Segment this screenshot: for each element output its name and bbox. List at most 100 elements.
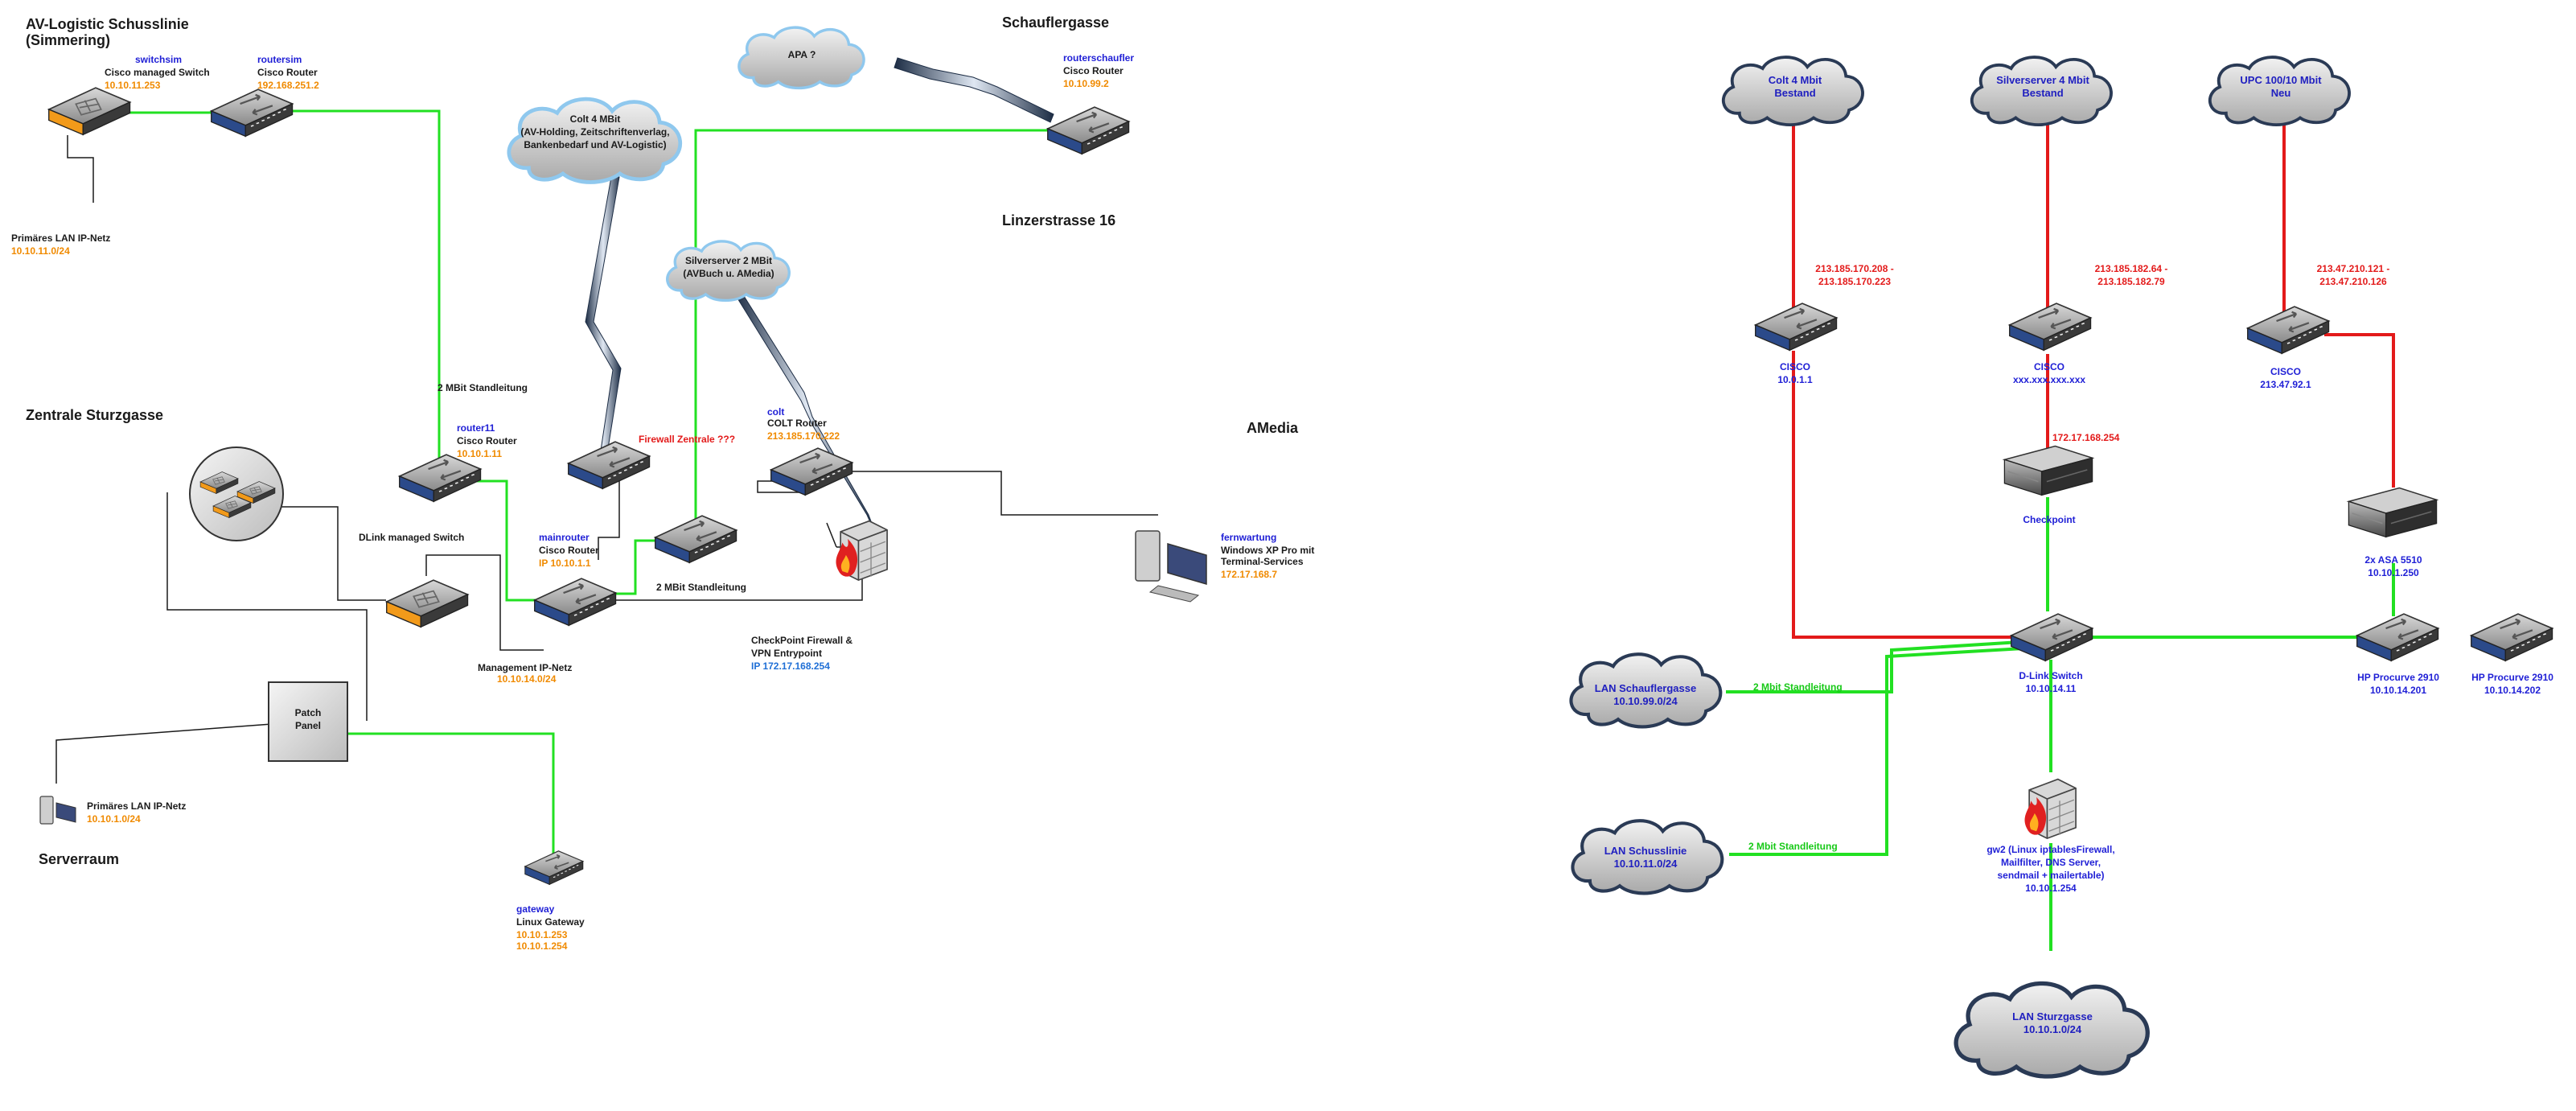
heading-schauflergasse: Schauflergasse xyxy=(1002,14,1109,31)
switchsim-ip: 10.10.11.253 xyxy=(105,80,161,91)
upc-range-2: 213.47.210.126 xyxy=(2319,276,2387,287)
heading-simmering: (Simmering) xyxy=(26,32,110,48)
router-unnamed-icon xyxy=(567,440,651,490)
fernwartung-type-2: Terminal-Services xyxy=(1221,556,1304,567)
lan-schauf-label-1: LAN Schauflergasse xyxy=(1595,682,1696,694)
asa-label: 2x ASA 5510 xyxy=(2364,554,2422,566)
cloud-upc-label-1: UPC 100/10 Mbit xyxy=(2240,74,2322,86)
checkpoint-label-2: VPN Entrypoint xyxy=(751,648,822,659)
hp1-ip: 10.10.14.201 xyxy=(2370,685,2426,696)
firewall-zentrale-label: Firewall Zentrale ??? xyxy=(639,434,735,445)
checkpoint-firewall-icon xyxy=(835,520,888,581)
router11-name: router11 xyxy=(457,422,495,434)
router11-router-icon xyxy=(398,453,482,503)
lan-schuss-label-2: 10.10.11.0/24 xyxy=(1614,858,1678,870)
colt-name: colt xyxy=(767,406,784,418)
switchsim-name: switchsim xyxy=(135,54,182,65)
lan-sturz-label-2: 10.10.1.0/24 xyxy=(2023,1023,2082,1035)
heading-serverraum: Serverraum xyxy=(39,851,119,867)
checkpoint-right-label: Checkpoint xyxy=(2023,514,2075,525)
cloud-colt-label-3: Bankenbedarf und AV-Logistic) xyxy=(524,139,666,150)
gateway-type: Linux Gateway xyxy=(516,916,585,928)
primaer-main-label: Primäres LAN IP-Netz xyxy=(87,800,186,812)
cloud-silver-right-label-1: Silverserver 4 Mbit xyxy=(1996,74,2089,86)
dlink-switch-icon xyxy=(385,579,469,628)
left-diagram: APA ? Colt 4 MBit (AV-Holding, Zeitschri… xyxy=(11,14,1314,952)
mainrouter-name: mainrouter xyxy=(539,532,590,543)
right-diagram: Colt 4 Mbit Bestand Silverserver 4 Mbit … xyxy=(1571,57,2553,1076)
cisco1-router-icon xyxy=(1754,302,1838,352)
mainrouter-type: Cisco Router xyxy=(539,545,599,556)
switch-group-icon xyxy=(189,446,284,541)
cloud-colt-right-label-2: Bestand xyxy=(1774,87,1815,99)
primaer-main-ip: 10.10.1.0/24 xyxy=(87,813,141,825)
standleitung-label-b: 2 MBit Standleitung xyxy=(656,582,746,593)
cloud-lan-schauflergasse: LAN Schauflergasse 10.10.99.0/24 xyxy=(1571,654,1720,726)
cloud-silver-label-2: (AVBuch u. AMedia) xyxy=(683,268,774,279)
dlink-label: DLink managed Switch xyxy=(359,532,464,543)
cloud-apa-label: APA ? xyxy=(788,49,816,60)
checkpoint-ip: IP 172.17.168.254 xyxy=(751,660,830,672)
standleitung-right-b: 2 Mbit Standleitung xyxy=(1748,841,1838,852)
gateway-ip-1: 10.10.1.253 xyxy=(516,929,568,940)
cloud-colt-right: Colt 4 Mbit Bestand xyxy=(1723,57,1863,125)
primaer-sim-ip: 10.10.11.0/24 xyxy=(11,245,70,257)
cloud-silver-label-1: Silverserver 2 MBit xyxy=(685,255,772,266)
cloud-silverserver: Silverserver 2 MBit (AVBuch u. AMedia) xyxy=(668,241,790,301)
lan-sturz-label-1: LAN Sturzgasse xyxy=(2012,1010,2093,1023)
fernwartung-name: fernwartung xyxy=(1221,532,1276,543)
hp1-label: HP Procurve 2910 xyxy=(2357,672,2439,683)
gateway-name: gateway xyxy=(516,903,555,915)
cloud-silver-right: Silverserver 4 Mbit Bestand xyxy=(1972,57,2111,125)
colt-router-icon xyxy=(770,446,853,496)
gateway-ip-2: 10.10.1.254 xyxy=(516,940,568,952)
mgmt-ip: 10.10.14.0/24 xyxy=(497,673,557,685)
checkpoint-label-1: CheckPoint Firewall & xyxy=(751,635,853,646)
colt-range-1: 213.185.170.208 - xyxy=(1815,263,1893,274)
cloud-silver-right-label-2: Bestand xyxy=(2022,87,2063,99)
cloud-colt: Colt 4 MBit (AV-Holding, Zeitschriftenve… xyxy=(509,99,680,182)
silver-range-2: 213.185.182.79 xyxy=(2097,276,2165,287)
cisco1-ip: 10.0.1.1 xyxy=(1777,374,1813,385)
colt-type: COLT Router xyxy=(767,418,827,429)
cloud-upc: UPC 100/10 Mbit Neu xyxy=(2210,57,2349,125)
cloud-colt-label-2: (AV-Holding, Zeitschriftenverlag, xyxy=(520,126,669,138)
heading-amedia: AMedia xyxy=(1247,420,1299,436)
asa-server-icon xyxy=(2348,487,2438,538)
cloud-apa: APA ? xyxy=(739,27,864,88)
mainrouter-ip: IP 10.10.1.1 xyxy=(539,558,591,569)
checkpoint-red-ip: 172.17.168.254 xyxy=(2052,432,2120,443)
hp2-label: HP Procurve 2910 xyxy=(2471,672,2553,683)
colt-ip: 213.185.170.222 xyxy=(767,430,840,442)
routersim-type: Cisco Router xyxy=(257,67,318,78)
standleitung-right-a: 2 Mbit Standleitung xyxy=(1753,681,1843,693)
cloud-lan-sturzgasse: LAN Sturzgasse 10.10.1.0/24 xyxy=(1956,983,2147,1076)
upc-range-1: 213.47.210.121 - xyxy=(2317,263,2390,274)
gw2-firewall-icon xyxy=(2023,778,2077,839)
dlink-switch-right-icon xyxy=(2010,612,2093,662)
cloud-colt-right-label-1: Colt 4 Mbit xyxy=(1769,74,1822,86)
router11-ip: 10.10.1.11 xyxy=(457,448,502,459)
fernwartung-pc-icon xyxy=(1135,530,1207,603)
cisco1-label: CISCO xyxy=(1780,361,1810,372)
gw2-ip: 10.10.1.254 xyxy=(2025,883,2077,894)
red-links xyxy=(1792,121,2395,639)
router-silver-icon xyxy=(654,514,737,564)
colt-range-2: 213.185.170.223 xyxy=(1818,276,1891,287)
gw2-label-2: Mailfilter, DNS Server, xyxy=(2001,857,2101,868)
cisco3-ip: 213.47.92.1 xyxy=(2260,379,2311,390)
fernwartung-ip: 172.17.168.7 xyxy=(1221,569,1277,580)
hp-procurve-1-icon xyxy=(2356,612,2439,662)
routersim-router-icon xyxy=(210,88,294,138)
patch-panel: Patch Panel xyxy=(268,681,348,762)
primaer-sim-label: Primäres LAN IP-Netz xyxy=(11,232,110,244)
dlink-right-label: D-Link Switch xyxy=(2019,670,2082,681)
heading-av-logistic: AV-Logistic Schusslinie xyxy=(26,16,189,32)
routerschaufler-type: Cisco Router xyxy=(1063,65,1124,76)
standleitung-label-a: 2 MBit Standleitung xyxy=(438,382,528,393)
green-links xyxy=(105,109,1050,859)
switchsim-switch-icon xyxy=(47,87,131,136)
cisco3-label: CISCO xyxy=(2270,366,2301,377)
heading-linzerstrasse: Linzerstrasse 16 xyxy=(1002,212,1115,228)
